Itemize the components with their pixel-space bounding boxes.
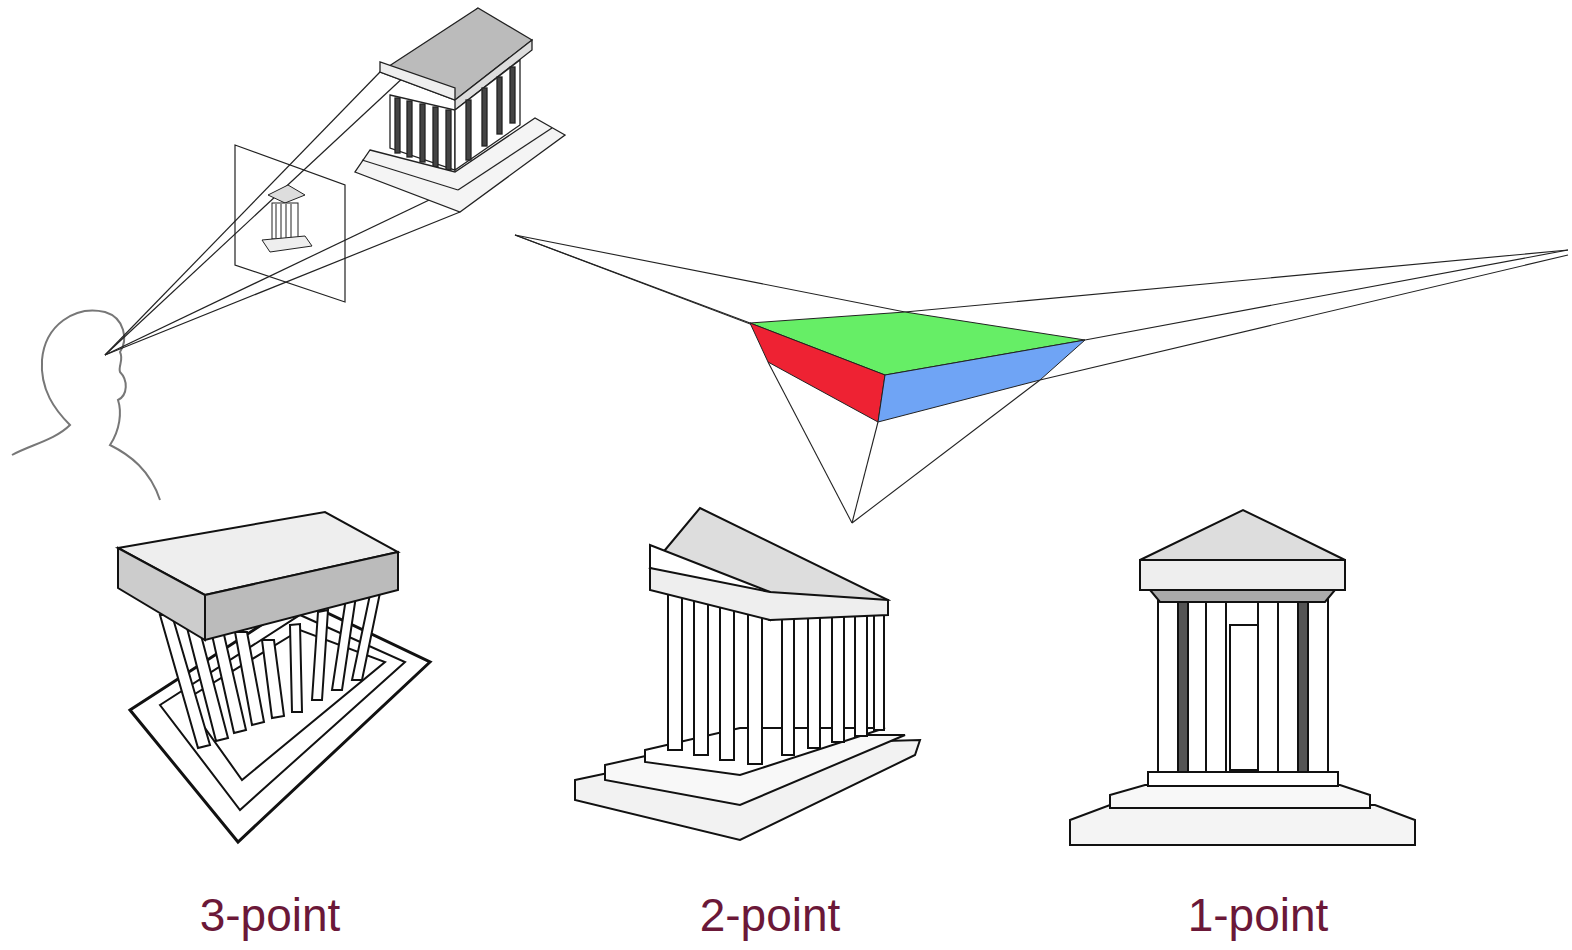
large-temple	[355, 8, 565, 212]
view-label: 3-point	[200, 890, 341, 941]
picture-plane	[235, 145, 345, 302]
temple-1-point	[1070, 510, 1415, 845]
temple-2-point	[575, 508, 920, 840]
temple-3-point	[118, 512, 430, 842]
projected-temple	[262, 185, 312, 252]
view-label: 1-point	[1188, 890, 1329, 941]
perspective-box	[750, 312, 1085, 422]
view-label: 2-point	[700, 890, 841, 941]
sight-lines	[105, 8, 565, 355]
vanishing-lines	[515, 235, 1568, 523]
